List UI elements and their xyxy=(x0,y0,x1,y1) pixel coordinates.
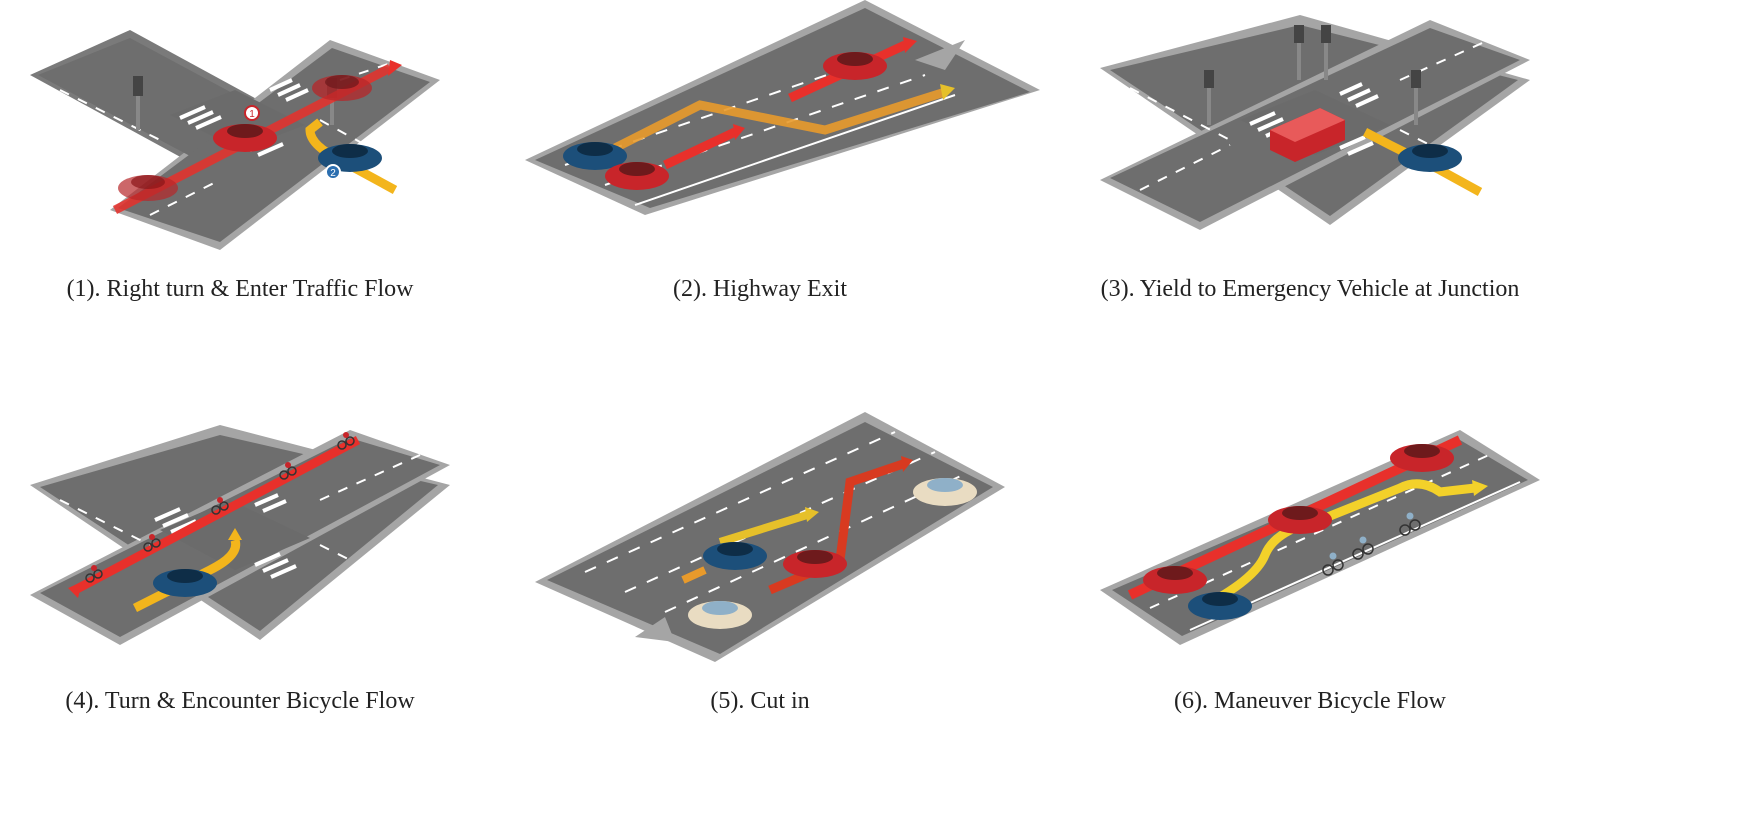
blue-car xyxy=(1398,144,1462,172)
red-car xyxy=(312,75,372,101)
white-car xyxy=(913,478,977,506)
red-car xyxy=(118,175,178,201)
scenario-4-illustration xyxy=(30,425,450,645)
red-path-arrow xyxy=(663,127,737,170)
red-car xyxy=(823,52,887,80)
marker-2-label: 2 xyxy=(330,168,336,179)
scenario-3-caption: (3). Yield to Emergency Vehicle at Junct… xyxy=(1100,276,1520,302)
red-car xyxy=(783,550,847,578)
red-car xyxy=(213,124,277,152)
blue-car xyxy=(1188,592,1252,620)
marker-1-label: 1 xyxy=(249,109,255,120)
scenario-5-caption: (5). Cut in xyxy=(710,688,810,714)
scenario-2-panel xyxy=(525,0,1045,220)
scenario-1-panel: 1 2 xyxy=(20,10,490,250)
scenario-5-illustration xyxy=(535,412,1005,662)
yellow-path-arrow xyxy=(1197,479,1476,613)
scenario-1-caption: (1). Right turn & Enter Traffic Flow xyxy=(66,276,414,302)
blue-car xyxy=(703,542,767,570)
scenario-1-illustration: 1 2 xyxy=(30,30,440,250)
scenario-4-caption: (4). Turn & Encounter Bicycle Flow xyxy=(65,688,415,714)
white-car xyxy=(688,601,752,629)
red-car xyxy=(1268,506,1332,534)
bicycle-icon xyxy=(85,565,103,583)
bicycle-icon xyxy=(337,432,355,450)
bicycle-icon xyxy=(279,462,297,480)
scenario-4-panel xyxy=(30,425,450,645)
bicycle-icon xyxy=(143,534,161,552)
red-car xyxy=(605,162,669,190)
red-car xyxy=(1390,444,1454,472)
scenario-6-caption: (6). Maneuver Bicycle Flow xyxy=(1174,688,1446,714)
marker-1 xyxy=(244,105,260,121)
ambulance xyxy=(1270,108,1345,162)
orange-path-arrow xyxy=(612,87,947,153)
scenario-3-panel xyxy=(1100,15,1530,240)
scenario-6-panel xyxy=(1100,430,1540,650)
bicycle-icon xyxy=(1352,536,1374,560)
scenario-2-caption: (2). Highway Exit xyxy=(673,276,847,302)
scenario-2-illustration xyxy=(525,0,1040,215)
bicycle-icon xyxy=(211,497,229,515)
bicycle-icon xyxy=(1399,512,1421,536)
marker-2 xyxy=(325,164,341,180)
blue-car xyxy=(153,569,217,597)
bicycle-icon xyxy=(1322,552,1344,576)
red-car xyxy=(1143,566,1207,594)
yellow-path-arrow xyxy=(132,538,241,613)
red-bicycle-path-arrow xyxy=(72,436,361,594)
blue-car xyxy=(563,142,627,170)
yellow-path-arrow xyxy=(718,511,809,546)
scenario-6-illustration xyxy=(1100,430,1540,645)
scenario-5-panel xyxy=(535,412,1005,667)
scenario-3-illustration xyxy=(1100,15,1530,230)
